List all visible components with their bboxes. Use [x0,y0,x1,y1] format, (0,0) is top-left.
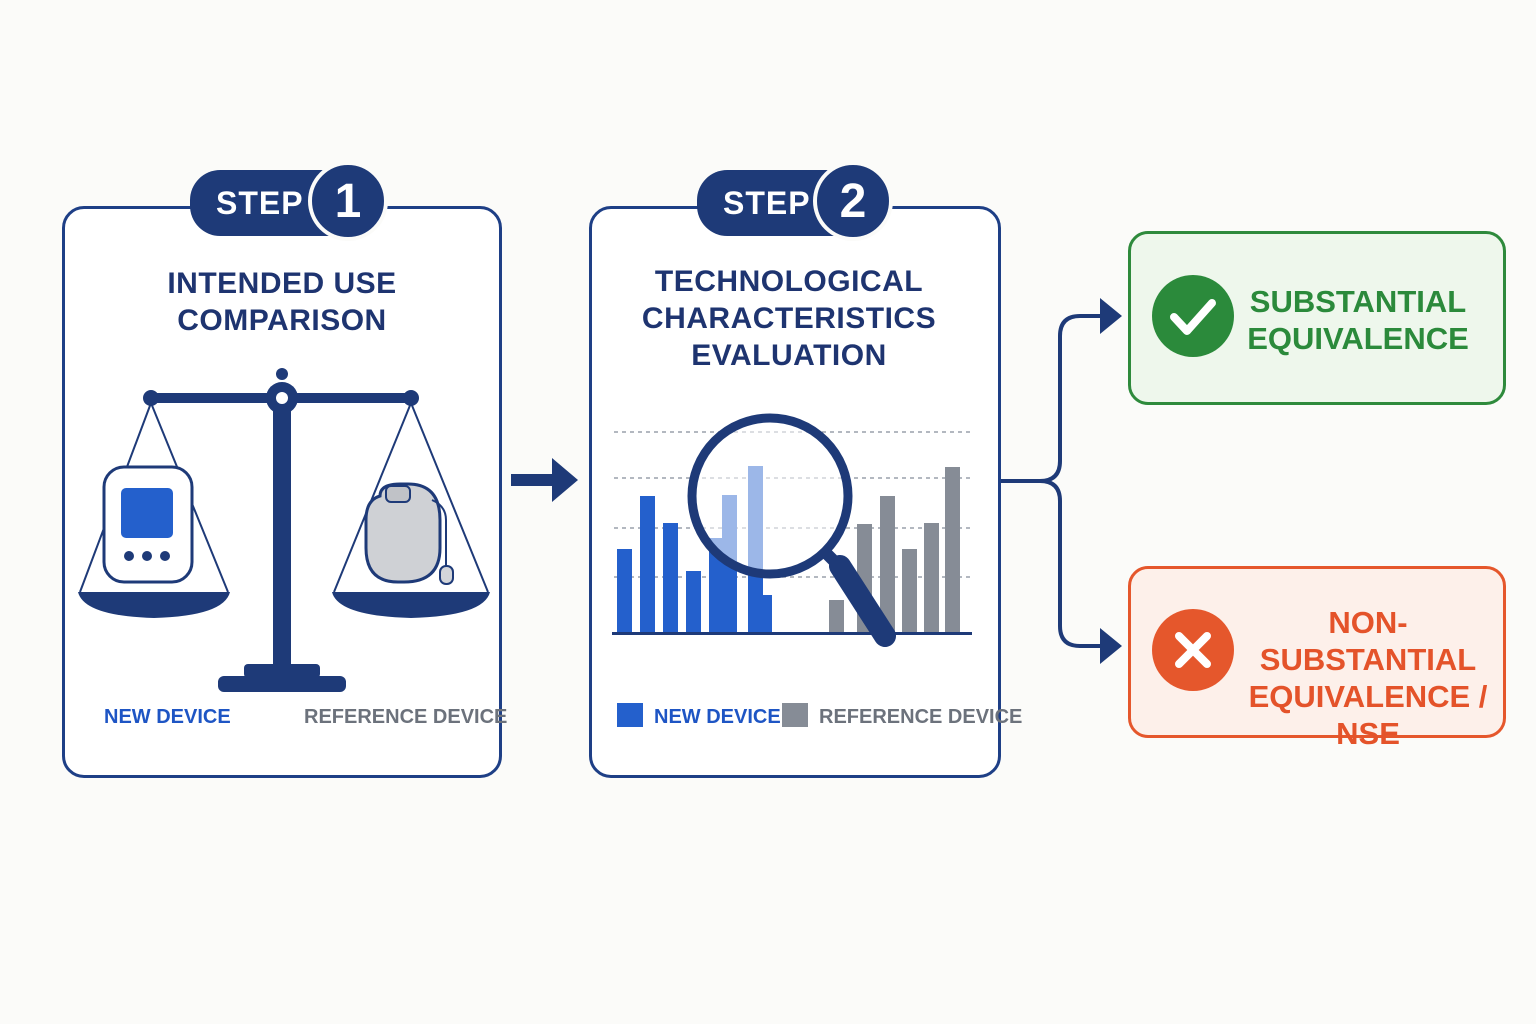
new-device-bar [757,595,772,633]
check-icon [1152,275,1234,357]
branch-connector [1001,298,1122,664]
magnifying-glass-icon [687,413,896,647]
nse-line2: EQUIVALENCE / [1248,679,1488,714]
new-device-bar [686,571,701,633]
step2-title-line1: TECHNOLOGICAL [654,265,924,298]
step1-title: INTENDED USE COMPARISON [62,265,502,339]
step1-title-line1: INTENDED USE [167,267,397,300]
non-substantial-equivalence-label: NON-SUBSTANTIAL EQUIVALENCE / NSE [1240,604,1496,752]
reference-device-swatch [782,703,808,727]
step2-label: STEP [723,184,811,221]
reference-device-bar [880,496,895,633]
substantial-equivalence-label: SUBSTANTIAL EQUIVALENCE [1240,283,1476,357]
new-device-bar [640,496,655,633]
reference-device-bar [924,523,939,633]
step-arrow [511,458,578,502]
step1-legend-new-device: NEW DEVICE [104,706,231,728]
step1-title-line2: COMPARISON [177,304,387,337]
step2-legend-new-device: NEW DEVICE [654,706,781,728]
reference-device-bar [902,549,917,633]
step2-title: TECHNOLOGICAL CHARACTERISTICS EVALUATION [589,263,989,374]
step1-number: 1 [308,161,388,241]
reference-device-bar [829,600,844,633]
step1-legend-reference-device: REFERENCE DEVICE [304,706,508,728]
step2-badge: STEP 2 [697,161,893,241]
step2-legend-reference-device: REFERENCE DEVICE [819,706,1023,728]
step2-title-line2: CHARACTERISTICS [641,302,937,335]
nse-line3: NSE [1336,716,1400,751]
step1-label: STEP [216,184,304,221]
substantial-line1: SUBSTANTIAL [1249,284,1467,319]
new-device-swatch [617,703,643,727]
x-icon [1152,609,1234,691]
step2-title-line3: EVALUATION [691,339,887,372]
nse-line1: NON-SUBSTANTIAL [1259,605,1477,677]
pacemaker-icon [364,482,454,585]
balance-scale-icon [78,368,490,692]
substantial-line2: EQUIVALENCE [1247,321,1469,356]
new-device-bar [617,549,632,633]
step1-badge: STEP 1 [190,161,388,241]
reference-device-bar [945,467,960,633]
glucose-monitor-icon [102,465,194,584]
new-device-bar [663,523,678,633]
step2-number: 2 [813,161,893,241]
